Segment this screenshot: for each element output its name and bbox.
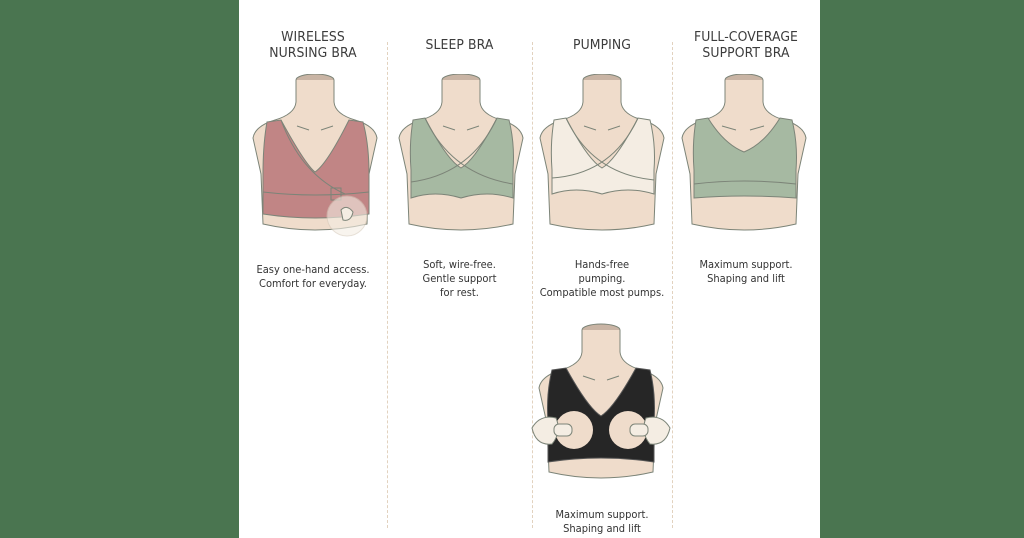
description-line: pumping. [578, 272, 626, 285]
title-line: PUMPING [572, 37, 632, 53]
pumping-bra-icon [539, 74, 665, 231]
description-line: Maximum support. [555, 508, 649, 521]
column-divider [532, 42, 533, 528]
column-description: Maximum support. Shaping and lift [679, 258, 812, 286]
column-title: SLEEP BRA [393, 37, 526, 53]
title-line: FULL-COVERAGE [694, 29, 798, 45]
column-description: Easy one-hand access. Comfort for everyd… [246, 263, 379, 291]
description-line: Soft, wire-free. [423, 258, 496, 271]
column-divider [672, 42, 673, 528]
description-line: for rest. [440, 286, 479, 299]
column-wireless-nursing-bra: WIRELESS NURSING BRA Easy one-hand acces… [239, 0, 387, 538]
column-divider [387, 42, 388, 528]
column-full-coverage-support-bra: FULL-COVERAGE SUPPORT BRA Maximum suppor… [672, 0, 820, 538]
description-line: Comfort for everyday. [259, 277, 367, 290]
column-description: Soft, wire-free. Gentle support for rest… [394, 258, 525, 300]
column-title: PUMPING [538, 37, 667, 53]
column-description: Hands-free pumping. Compatible most pump… [539, 258, 665, 300]
title-line: WIRELESS [281, 29, 345, 45]
description-line: Shaping and lift [563, 522, 641, 535]
column-title: WIRELESS NURSING BRA [245, 29, 381, 61]
description-line: Easy one-hand access. [256, 263, 370, 276]
column-description-secondary: Maximum support. Shaping and lift [539, 508, 665, 536]
description-line: Gentle support [422, 272, 497, 285]
pumping-bra-flanges-icon [531, 323, 671, 479]
column-pumping-bra: PUMPING Hands-free pumping. Compatible m… [531, 0, 672, 538]
description-line: Maximum support. [699, 258, 793, 271]
nursing-bra-icon [252, 74, 378, 237]
full-coverage-bra-icon [681, 74, 807, 231]
description-line: Hands-free [574, 258, 630, 271]
column-sleep-bra: SLEEP BRA Soft, wire-free. Gentle suppor… [387, 0, 532, 538]
column-title: FULL-COVERAGE SUPPORT BRA [678, 29, 814, 61]
description-line: Compatible most pumps. [539, 286, 665, 299]
sleep-bra-icon [398, 74, 524, 231]
comparison-panel: WIRELESS NURSING BRA Easy one-hand acces… [239, 0, 820, 538]
title-line: SLEEP BRA [425, 37, 494, 53]
title-line: SUPPORT BRA [702, 45, 790, 61]
title-line: NURSING BRA [269, 45, 357, 61]
description-line: Shaping and lift [707, 272, 785, 285]
